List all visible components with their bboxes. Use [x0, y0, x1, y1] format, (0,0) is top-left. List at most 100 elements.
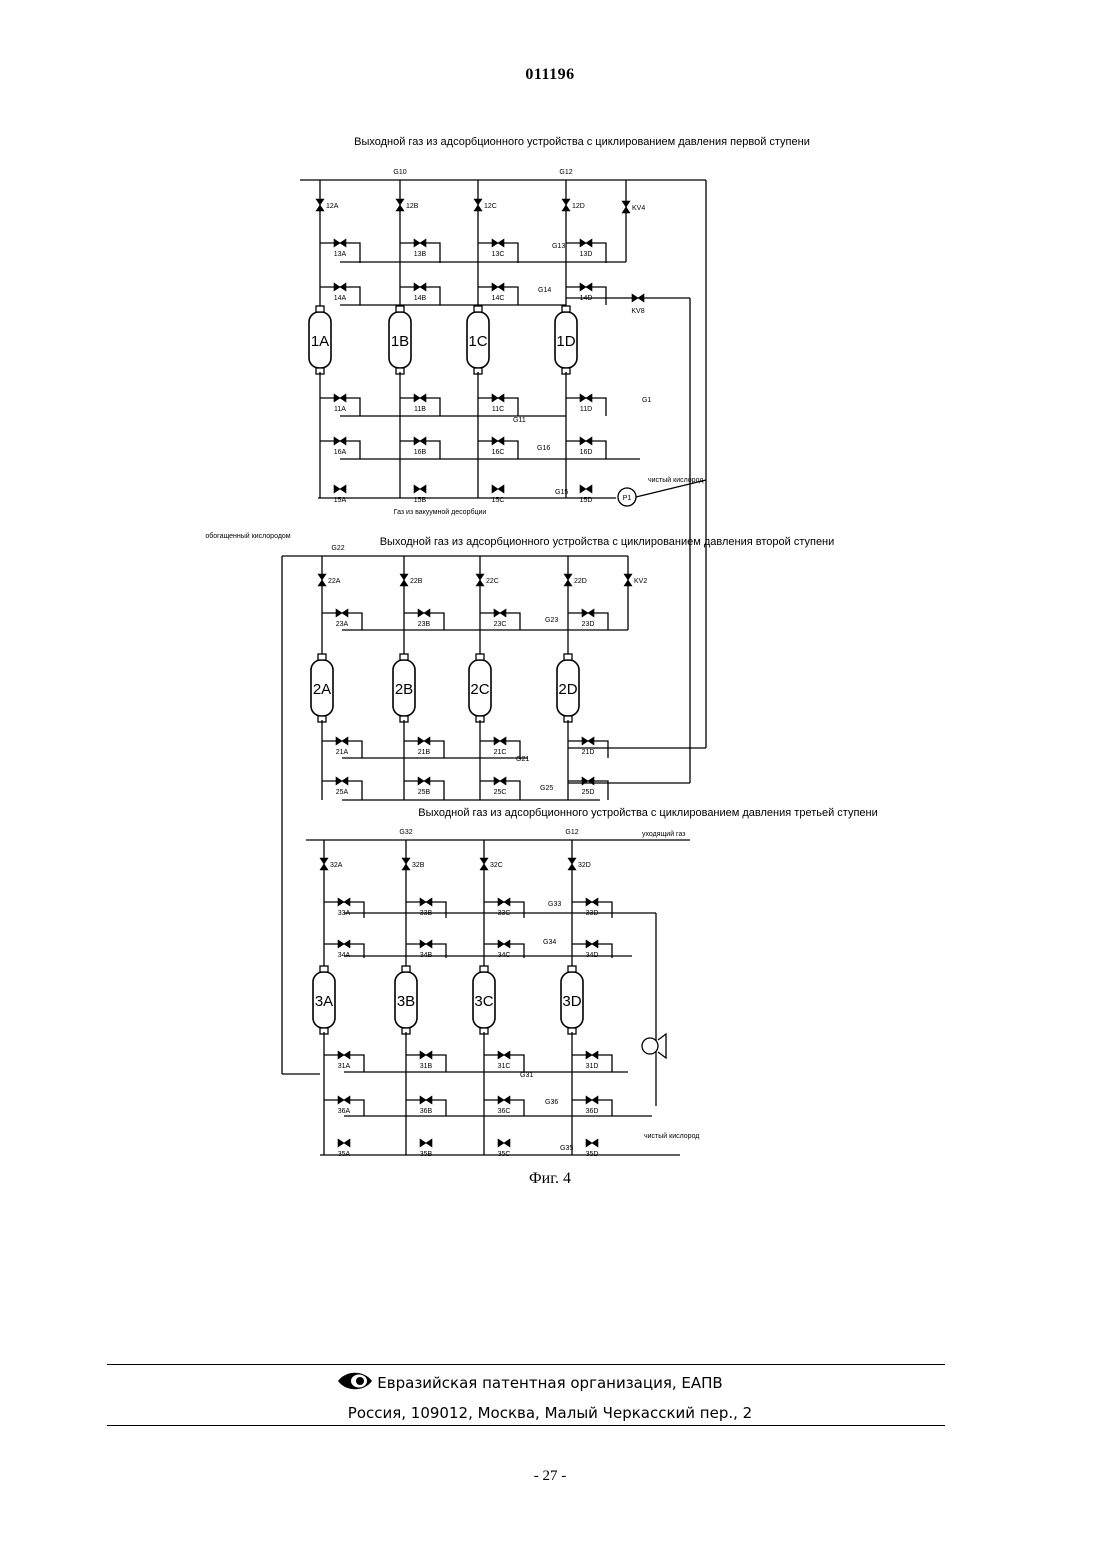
valve-body: [420, 1139, 432, 1147]
compressor-outlet: [658, 1034, 666, 1058]
valve-icon: 23C: [494, 609, 507, 628]
valve-icon: 25B: [418, 777, 431, 796]
valve-body: [494, 777, 506, 785]
valve-tag: 11C: [492, 406, 504, 413]
valve-tag: 13A: [334, 251, 347, 258]
valve-body: [622, 201, 630, 213]
process-flow-diagram: Выходной газ из адсорбционного устройств…: [0, 0, 1100, 1200]
valve-tag: 36A: [338, 1108, 351, 1115]
adsorber-1D: 1D: [555, 306, 577, 374]
valve-body: [498, 1096, 510, 1104]
valve-tag: 12A: [326, 203, 339, 210]
valve-body: [494, 609, 506, 617]
valve-body: [632, 294, 644, 302]
valve-body: [338, 1096, 350, 1104]
valve-tag: 25B: [418, 789, 431, 796]
adsorber-label: 3B: [397, 993, 415, 1010]
valve-icon: 31C: [498, 1051, 511, 1070]
valve-body: [334, 485, 346, 493]
valve-tag: 12C: [484, 203, 497, 210]
line-label: G25: [540, 785, 553, 792]
line-label: G14: [538, 287, 551, 294]
valve-tag: 22A: [328, 578, 341, 585]
valve-icon: 21A: [336, 737, 349, 756]
valve-body: [420, 940, 432, 948]
stage-1-title: Выходной газ из адсорбционного устройств…: [354, 136, 810, 148]
side-label: обогащенный кислородом: [205, 532, 290, 540]
valve-body: [498, 1139, 510, 1147]
valve-body: [336, 777, 348, 785]
valve-icon: 23A: [336, 609, 349, 628]
product-label: чистый кислород: [644, 1132, 699, 1140]
adsorber-top-nozzle: [568, 966, 576, 972]
adsorber-top-nozzle: [320, 966, 328, 972]
valve-icon: 13D: [580, 239, 593, 258]
valve-icon: 31A: [338, 1051, 351, 1070]
valve-tag: 25C: [494, 789, 507, 796]
line-label: KV8: [631, 308, 644, 315]
valve-icon: 15B: [414, 485, 427, 504]
valve-tag: 16A: [334, 449, 347, 456]
line-label: G11: [513, 417, 526, 424]
adsorber-top-nozzle: [474, 306, 482, 312]
valve-icon: 23B: [418, 609, 431, 628]
valve-tag: 13C: [492, 251, 505, 258]
valve-tag: KV4: [632, 205, 645, 212]
valve-body: [498, 898, 510, 906]
valve-tag: 23B: [418, 621, 431, 628]
valve-tag: 21B: [418, 749, 431, 756]
valve-body: [580, 283, 592, 291]
valve-body: [474, 199, 482, 211]
valve-icon: 21B: [418, 737, 431, 756]
adsorber-label: 3D: [562, 993, 581, 1010]
line-label: G10: [393, 169, 406, 176]
adsorber-3D: 3D: [561, 966, 583, 1034]
valve-icon: 13C: [492, 239, 505, 258]
valve-tag: 16B: [414, 449, 427, 456]
valve-body: [414, 283, 426, 291]
valve-body: [414, 239, 426, 247]
valve-tag: 14A: [334, 295, 347, 302]
valve-tag: 31B: [420, 1063, 433, 1070]
stage-2-title: Выходной газ из адсорбционного устройств…: [380, 536, 835, 548]
valve-icon: 15A: [334, 485, 347, 504]
valve-body: [414, 485, 426, 493]
valve-icon: 14A: [334, 283, 347, 302]
pump-label: P1: [623, 495, 632, 502]
valve-icon: 15C: [492, 485, 505, 504]
valve-tag: 23A: [336, 621, 349, 628]
valve-icon: 23D: [582, 609, 595, 628]
valve-body: [480, 858, 488, 870]
figure-caption: Фиг. 4: [0, 1170, 1100, 1188]
line-label: G12: [565, 829, 578, 836]
line-label: G22: [331, 545, 344, 552]
adsorber-1A: 1A: [309, 306, 331, 374]
valve-tag: 21D: [582, 749, 595, 756]
line-label: G34: [543, 939, 556, 946]
adsorber-2C: 2C: [469, 654, 491, 722]
valve-body: [336, 609, 348, 617]
valve-icon: 14B: [414, 283, 427, 302]
valve-icon: 31D: [586, 1051, 599, 1070]
line-label: G21: [516, 756, 529, 763]
valve-icon: 36A: [338, 1096, 351, 1115]
valve-body: [334, 283, 346, 291]
valve-body: [318, 574, 326, 586]
valve-tag: 16D: [580, 449, 593, 456]
adsorber-3C: 3C: [473, 966, 495, 1034]
valve-tag: 32D: [578, 862, 591, 869]
valve-body: [564, 574, 572, 586]
line-label: G36: [545, 1099, 558, 1106]
valve-tag: 25D: [582, 789, 595, 796]
adsorber-top-nozzle: [476, 654, 484, 660]
valve-body: [580, 437, 592, 445]
valve-body: [414, 394, 426, 402]
valve-body: [316, 199, 324, 211]
valve-body: [338, 1051, 350, 1059]
adsorber-top-nozzle: [480, 966, 488, 972]
valve-tag: 31C: [498, 1063, 511, 1070]
valve-icon: 16C: [492, 437, 505, 456]
valve-body: [334, 437, 346, 445]
line-label: G23: [545, 617, 558, 624]
valve-icon: 36C: [498, 1096, 511, 1115]
